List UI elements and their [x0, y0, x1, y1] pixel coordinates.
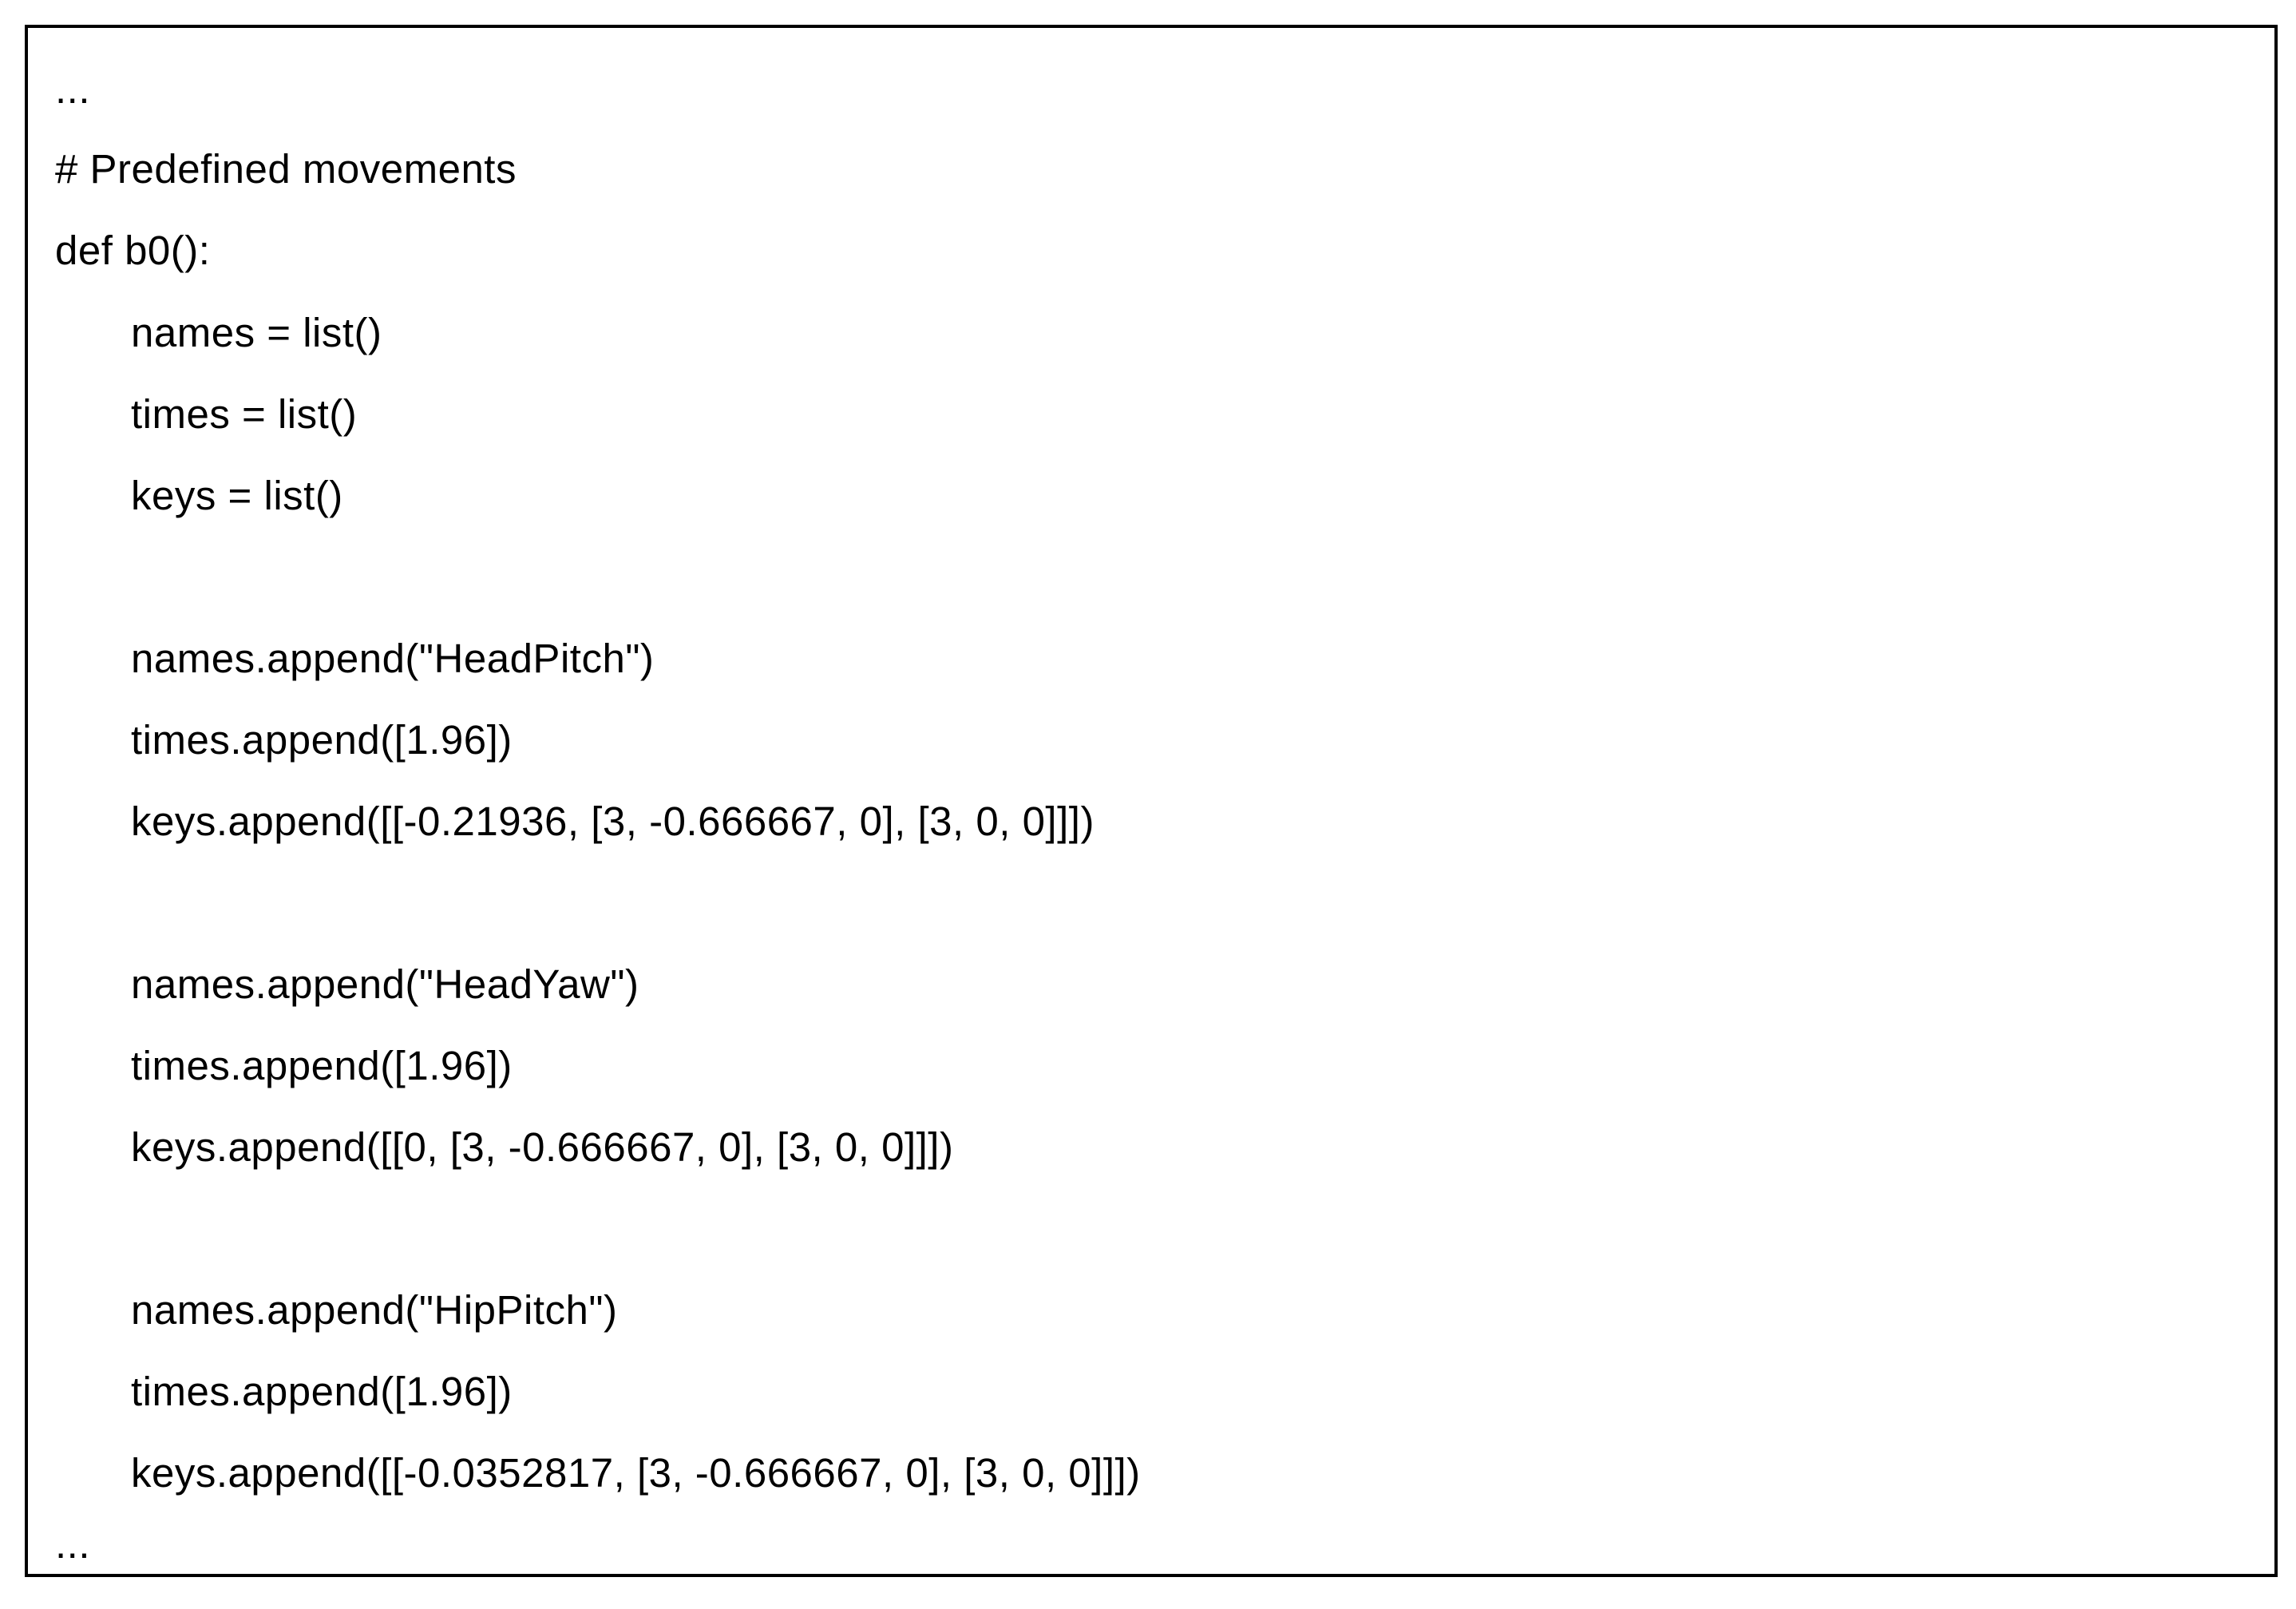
code-line-times-hippitch: times.append([1.96]) — [131, 1369, 513, 1414]
code-line-keys-hippitch: keys.append([[-0.0352817, [3, -0.666667,… — [131, 1450, 1141, 1496]
code-line-names-init: names = list() — [131, 310, 382, 355]
code-line-names-headyaw: names.append("HeadYaw") — [131, 961, 639, 1007]
code-lines: ... # Predefined movements def b0(): nam… — [28, 28, 2274, 1574]
code-line-comment: # Predefined movements — [55, 146, 517, 192]
code-line-times-headpitch: times.append([1.96]) — [131, 717, 513, 763]
code-line-names-headpitch: names.append("HeadPitch") — [131, 636, 655, 681]
code-line-def: def b0(): — [55, 228, 211, 273]
code-line-ellipsis-end: ... — [55, 1521, 91, 1567]
code-listing-box: ... # Predefined movements def b0(): nam… — [25, 25, 2278, 1577]
code-line-keys-headpitch: keys.append([[-0.21936, [3, -0.666667, 0… — [131, 799, 1095, 844]
code-line-ellipsis-start: ... — [55, 66, 91, 112]
code-line-times-init: times = list() — [131, 391, 358, 437]
code-line-keys-headyaw: keys.append([[0, [3, -0.666667, 0], [3, … — [131, 1124, 954, 1170]
code-line-keys-init: keys = list() — [131, 473, 343, 518]
code-line-names-hippitch: names.append("HipPitch") — [131, 1287, 618, 1333]
code-line-times-headyaw: times.append([1.96]) — [131, 1043, 513, 1088]
